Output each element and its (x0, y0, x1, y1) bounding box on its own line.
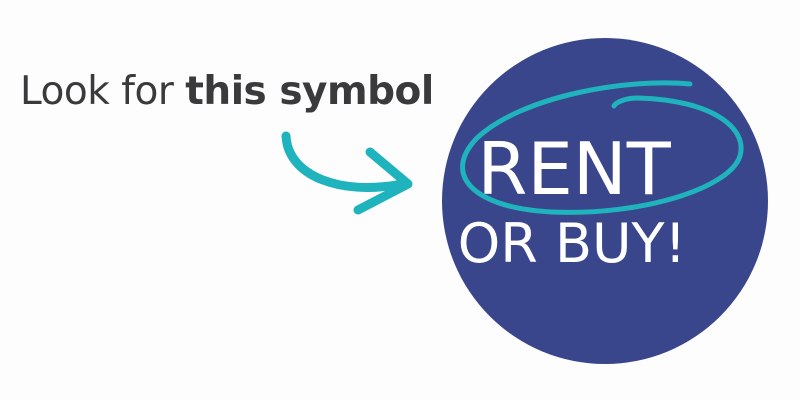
highlight-circle-stroke (460, 80, 744, 215)
badge-line1: RENT (477, 127, 671, 211)
badge-line2: OR BUY! (458, 212, 686, 275)
headline-emphasis: this symbol (185, 69, 434, 114)
headline-prefix: Look for (20, 69, 174, 114)
curved-arrow-icon (281, 131, 413, 215)
headline: Look for this symbol (20, 66, 434, 118)
rent-or-buy-badge: RENT OR BUY! (442, 38, 768, 364)
badge-circle (442, 38, 768, 364)
